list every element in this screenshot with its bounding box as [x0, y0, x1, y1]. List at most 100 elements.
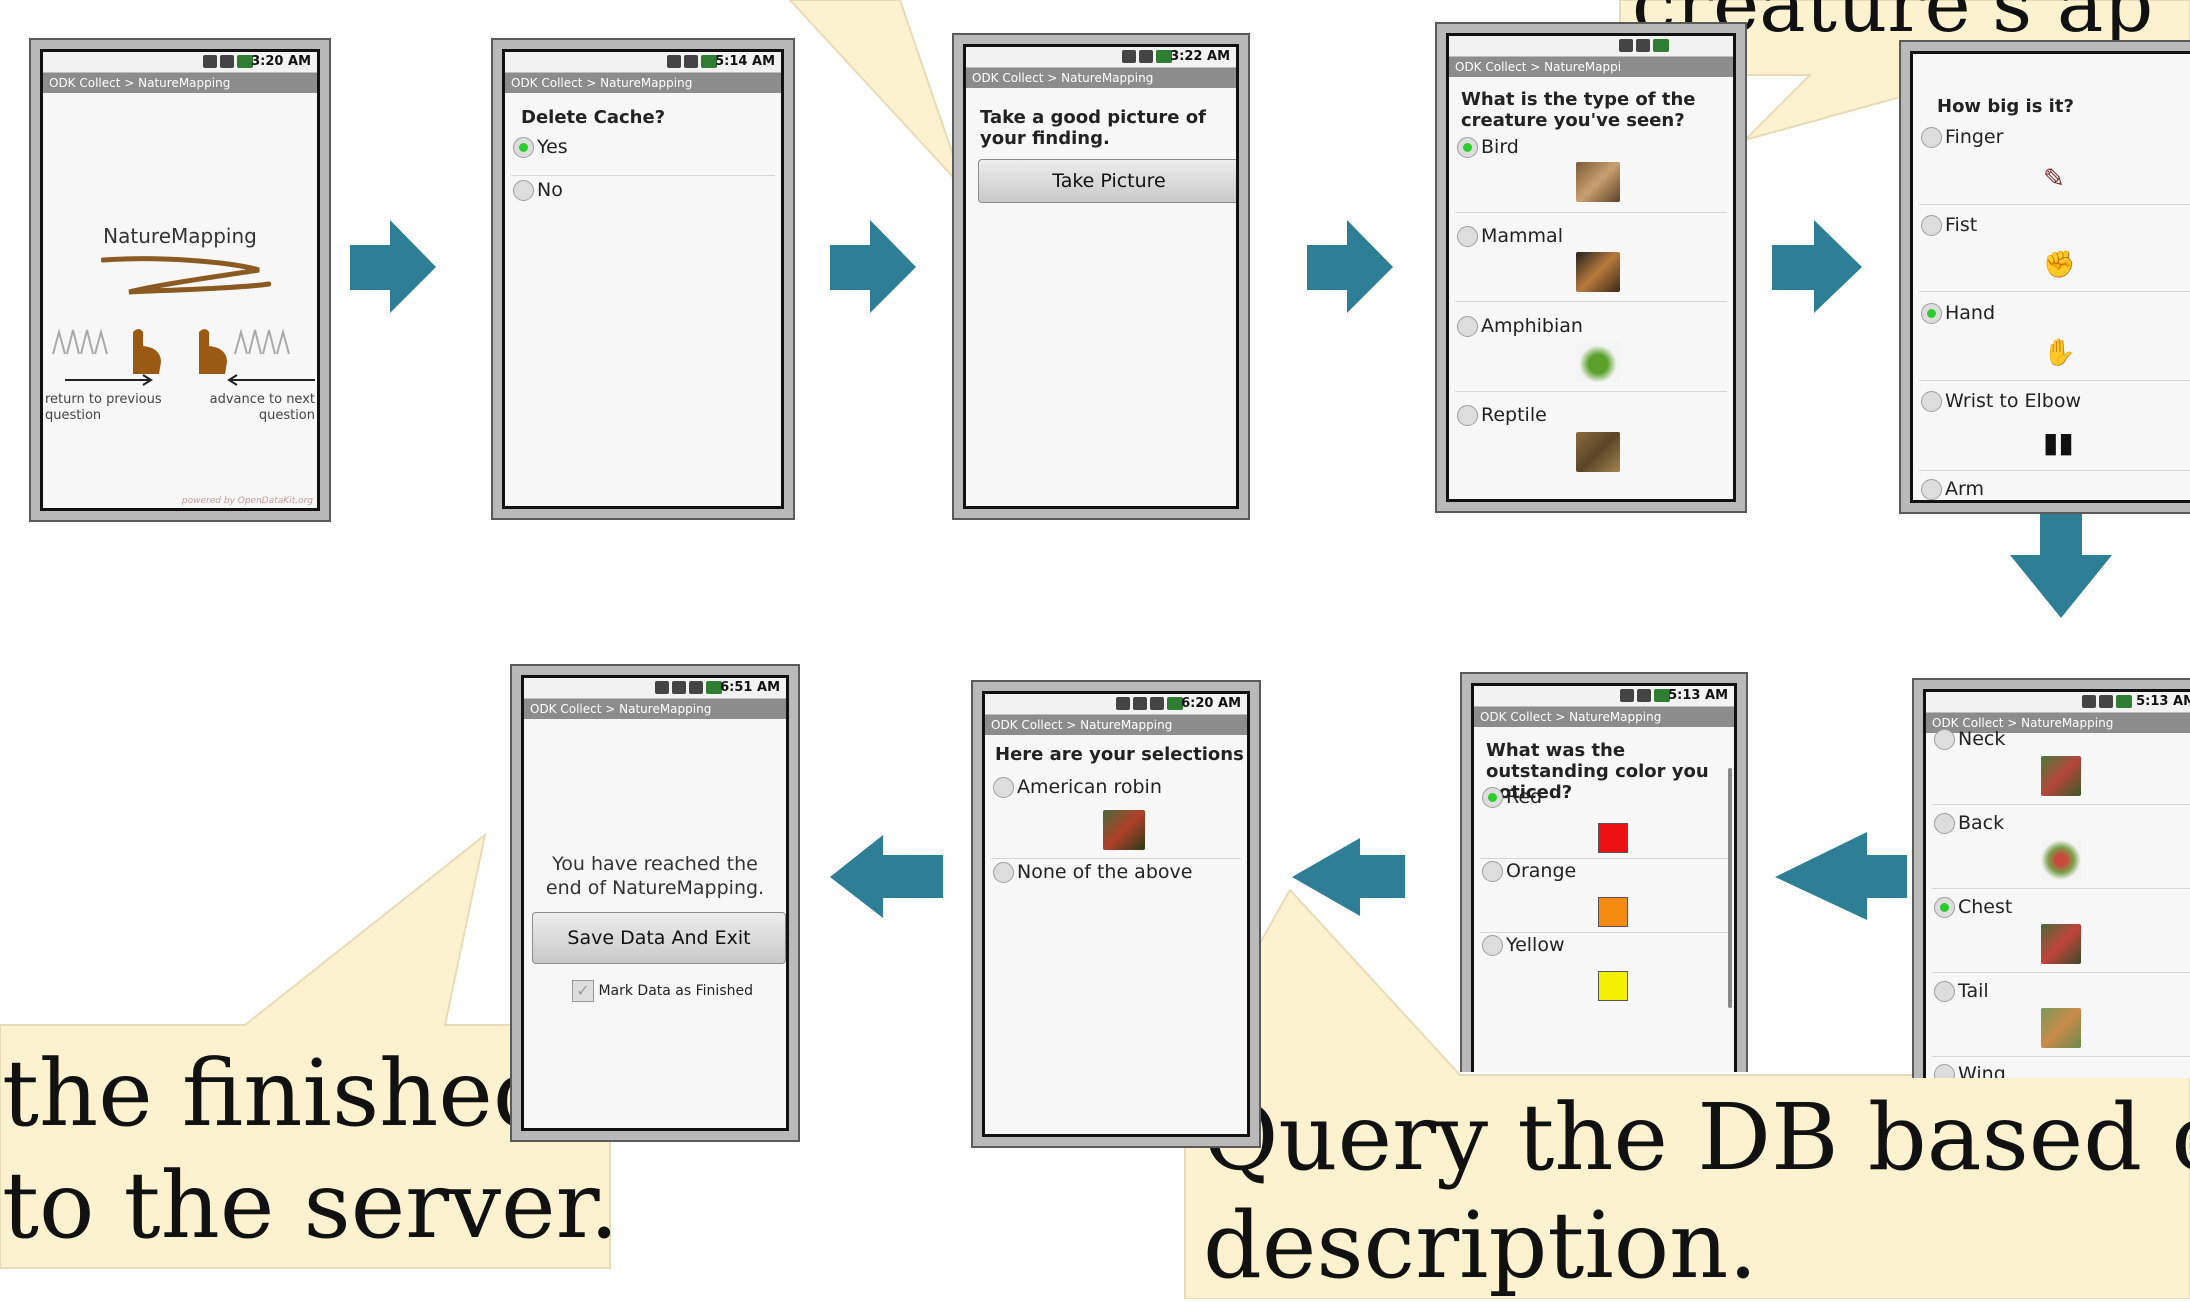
radio-icon[interactable] — [993, 777, 1014, 798]
callout-bottom-left-line1: the finished — [2, 1040, 552, 1147]
option-neck[interactable]: Neck — [1934, 728, 2005, 750]
option-fist[interactable]: Fist — [1921, 214, 1977, 236]
radio-icon[interactable] — [1921, 215, 1942, 236]
radio-icon[interactable] — [1457, 405, 1478, 426]
option-orange[interactable]: Orange — [1482, 860, 1576, 882]
status-time: 3:20 AM — [251, 54, 311, 69]
option-reptile[interactable]: Reptile — [1457, 404, 1547, 426]
option-wing[interactable]: Wing — [1934, 1063, 2006, 1078]
option-finger[interactable]: Finger — [1921, 126, 2003, 148]
option-no[interactable]: No — [513, 179, 563, 201]
fist-size-icon: ✊ — [2043, 250, 2076, 280]
scrollbar[interactable] — [1728, 768, 1732, 1008]
arrow-left-icon — [1292, 838, 1405, 916]
radio-icon[interactable] — [1921, 127, 1942, 148]
status-icons — [667, 55, 717, 68]
phone-screen-body-part: 5:13 AM ODK Collect > NatureMapping Neck… — [1912, 678, 2190, 1078]
status-bar: 5:13 AM — [1474, 686, 1734, 707]
radio-icon[interactable] — [1482, 861, 1503, 882]
radio-icon[interactable] — [1921, 391, 1942, 412]
chest-image — [2041, 924, 2081, 964]
callout-bottom-right-line1: Query the DB based on — [1203, 1084, 2190, 1191]
option-chest[interactable]: Chest — [1934, 896, 2012, 918]
option-none-of-the-above[interactable]: None of the above — [993, 861, 1192, 883]
mark-finished-checkbox-row[interactable]: ✓ Mark Data as Finished — [572, 980, 753, 1002]
radio-icon[interactable] — [1934, 729, 1955, 750]
status-time: 3:22 AM — [1170, 49, 1230, 64]
radio-icon[interactable] — [1934, 981, 1955, 1002]
phone-screen-intro: 3:20 AM ODK Collect > NatureMapping Natu… — [29, 38, 331, 522]
status-time: 5:14 AM — [715, 54, 775, 69]
tail-image — [2041, 1008, 2081, 1048]
checkbox-checked-icon[interactable]: ✓ — [572, 980, 594, 1002]
option-yes[interactable]: Yes — [513, 136, 568, 158]
radio-selected-icon[interactable] — [1921, 303, 1942, 324]
radio-icon[interactable] — [513, 180, 534, 201]
status-bar: 6:51 AM — [524, 678, 786, 699]
robin-image — [1103, 810, 1145, 850]
app-heading: NatureMapping — [103, 224, 257, 248]
phone-screen-creature-type: ODK Collect > NatureMappi What is the ty… — [1435, 22, 1747, 513]
option-amphibian[interactable]: Amphibian — [1457, 315, 1583, 337]
app-title-bar: ODK Collect > NatureMapping — [524, 699, 786, 719]
radio-selected-icon[interactable] — [1457, 137, 1478, 158]
option-back[interactable]: Back — [1934, 812, 2004, 834]
status-bar: 3:22 AM — [966, 47, 1236, 68]
wrist-size-icon: ▮▮ — [2043, 426, 2074, 459]
status-bar: 6:20 AM — [985, 694, 1247, 715]
hand-size-icon: ✋ — [2043, 338, 2076, 368]
neck-image — [2041, 756, 2081, 796]
status-icons — [1620, 689, 1670, 702]
phone-screen-selections: 6:20 AM ODK Collect > NatureMapping Here… — [971, 680, 1261, 1148]
arrow-right-icon — [350, 220, 436, 313]
status-bar: 5:14 AM — [505, 52, 781, 73]
arrow-right-icon — [1772, 220, 1862, 313]
option-yellow[interactable]: Yellow — [1482, 934, 1565, 956]
radio-icon[interactable] — [1921, 479, 1942, 500]
callout-query — [1184, 888, 2190, 1299]
app-title-bar: ODK Collect > NatureMapping — [1926, 713, 2190, 733]
option-red[interactable]: Red — [1482, 786, 1542, 808]
radio-icon[interactable] — [1934, 813, 1955, 834]
option-bird[interactable]: Bird — [1457, 136, 1519, 158]
question-text: What was the outstanding color you notic… — [1486, 740, 1709, 803]
app-title-bar: ODK Collect > NatureMapping — [985, 715, 1247, 735]
status-icons — [1122, 50, 1172, 63]
callout-bottom-right-line2: description. — [1203, 1192, 1758, 1299]
app-title-bar: ODK Collect > NatureMappi — [1449, 57, 1733, 77]
option-wrist-to-elbow[interactable]: Wrist to Elbow — [1921, 390, 2081, 412]
hint-previous: return to previous question — [45, 392, 162, 423]
phone-screen-color: 5:13 AM ODK Collect > NatureMapping What… — [1460, 672, 1748, 1072]
reptile-image — [1576, 432, 1620, 472]
radio-selected-icon[interactable] — [513, 137, 534, 158]
option-mammal[interactable]: Mammal — [1457, 225, 1563, 247]
swipe-logo-icon — [101, 256, 271, 295]
arrow-down-icon — [2010, 512, 2112, 618]
status-icons — [655, 681, 722, 694]
option-hand[interactable]: Hand — [1921, 302, 1995, 324]
option-arm[interactable]: Arm — [1921, 478, 1984, 500]
callout-pointer-take-picture — [788, 0, 966, 191]
bird-image — [1576, 162, 1620, 202]
question-text: Take a good picture of your finding. — [980, 107, 1206, 149]
radio-icon[interactable] — [1482, 935, 1503, 956]
radio-selected-icon[interactable] — [1482, 787, 1503, 808]
arrow-right-icon — [1307, 220, 1393, 313]
radio-icon[interactable] — [1934, 1064, 1955, 1078]
take-picture-button[interactable]: Take Picture — [978, 159, 1236, 203]
option-tail[interactable]: Tail — [1934, 980, 1989, 1002]
amphibian-image — [1576, 342, 1620, 382]
radio-icon[interactable] — [1457, 226, 1478, 247]
status-icons — [2082, 695, 2132, 708]
radio-selected-icon[interactable] — [1934, 897, 1955, 918]
mammal-image — [1576, 252, 1620, 292]
option-american-robin[interactable]: American robin — [993, 776, 1162, 798]
save-and-exit-button[interactable]: Save Data And Exit — [532, 912, 786, 964]
status-time: 6:51 AM — [720, 680, 780, 695]
question-text: How big is it? — [1937, 96, 2074, 117]
status-time: 5:13 AM — [1668, 688, 1728, 703]
radio-icon[interactable] — [1457, 316, 1478, 337]
radio-icon[interactable] — [993, 862, 1014, 883]
orange-swatch — [1598, 897, 1628, 927]
